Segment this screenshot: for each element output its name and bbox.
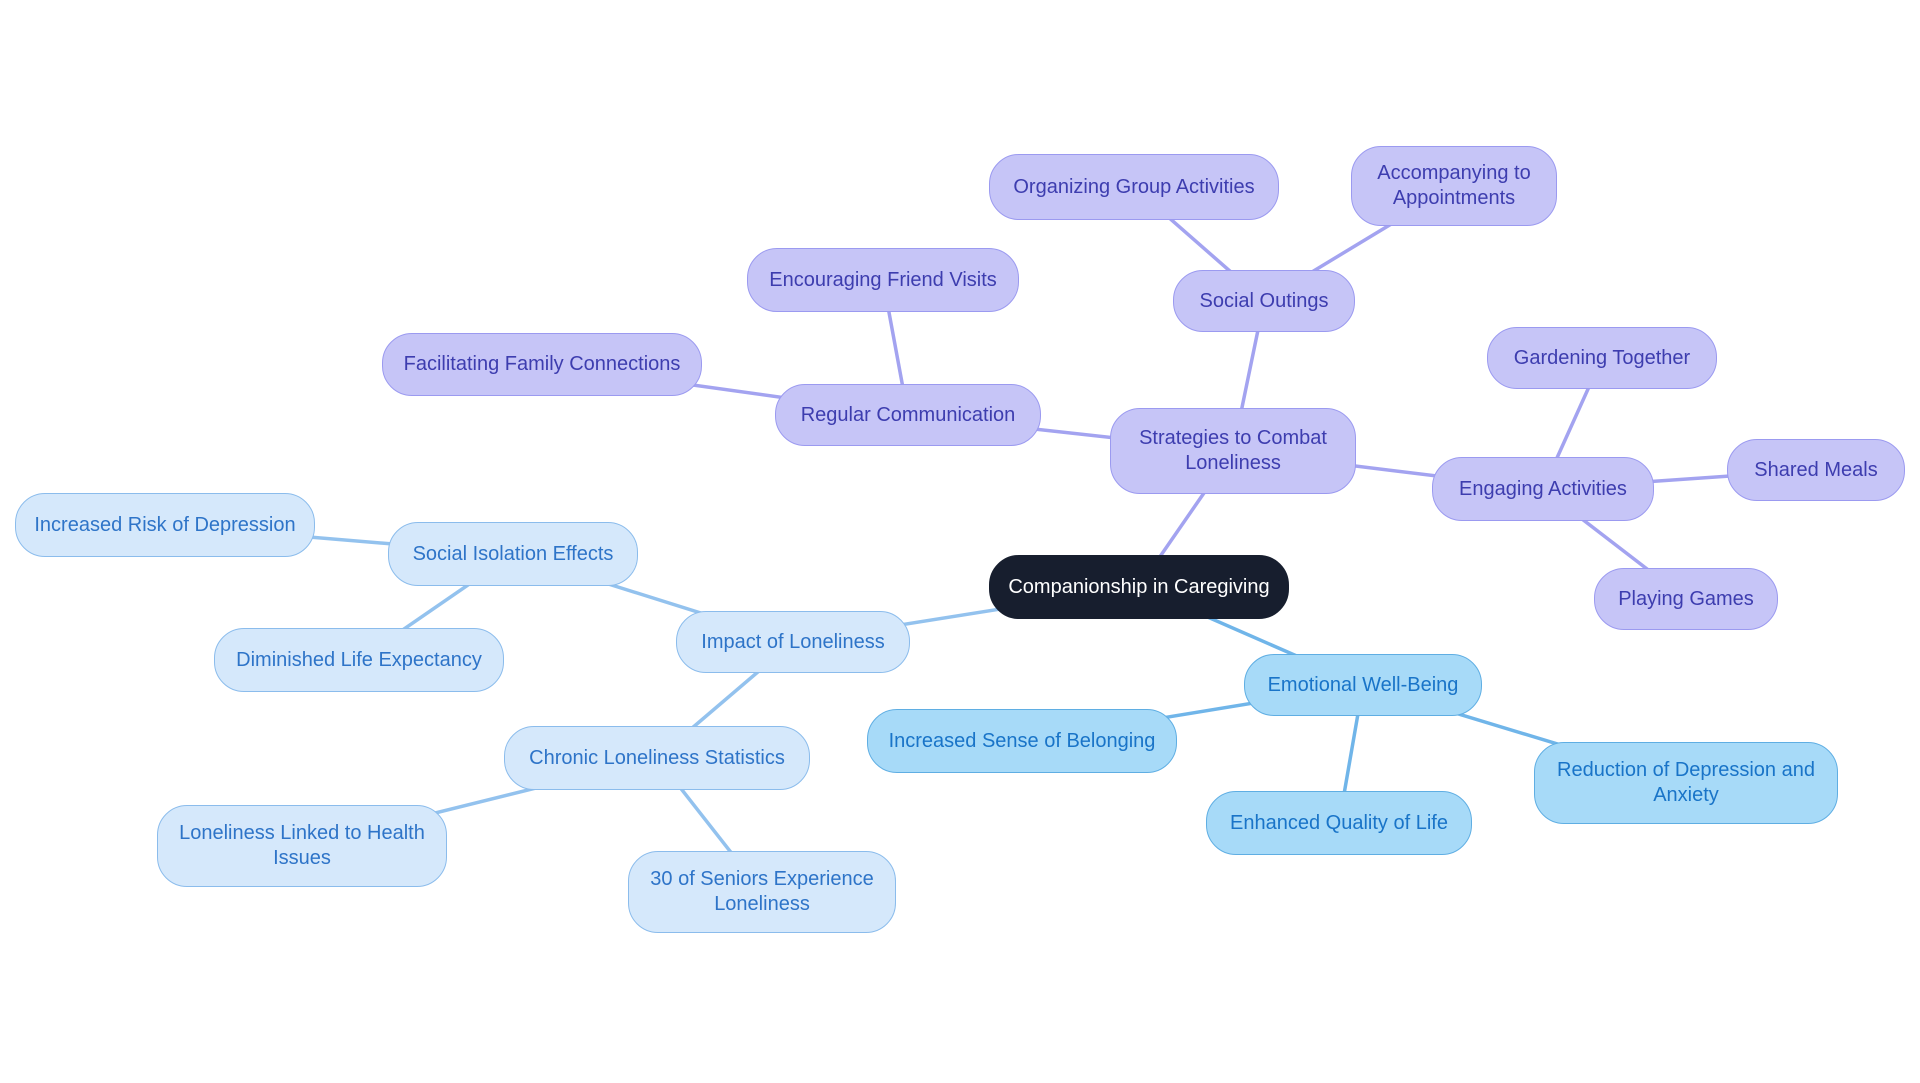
mindmap-node-lonely_health[interactable]: Loneliness Linked to Health Issues bbox=[157, 805, 447, 887]
node-label: Shared Meals bbox=[1754, 458, 1878, 481]
node-label: Enhanced Quality of Life bbox=[1230, 811, 1448, 834]
node-label: Organizing Group Activities bbox=[1013, 175, 1255, 198]
node-label: Playing Games bbox=[1618, 587, 1754, 610]
mindmap-node-engaging[interactable]: Engaging Activities bbox=[1432, 457, 1654, 521]
node-label: Regular Communication bbox=[800, 403, 1016, 426]
mindmap-node-belonging[interactable]: Increased Sense of Belonging bbox=[867, 709, 1177, 773]
mindmap-node-diminished[interactable]: Diminished Life Expectancy bbox=[214, 628, 504, 692]
mindmap-node-facilitating[interactable]: Facilitating Family Connections bbox=[382, 332, 702, 396]
mindmap-node-seniors[interactable]: 30 of Seniors Experience Loneliness bbox=[628, 851, 896, 933]
mindmap-node-regular[interactable]: Regular Communication bbox=[775, 384, 1041, 446]
node-label: Encouraging Friend Visits bbox=[769, 268, 997, 291]
node-label: Emotional Well-Being bbox=[1267, 673, 1459, 696]
mindmap-node-gardening[interactable]: Gardening Together bbox=[1487, 327, 1717, 389]
node-label: Facilitating Family Connections bbox=[403, 352, 681, 375]
mindmap-node-companionship[interactable]: Companionship in Caregiving bbox=[989, 555, 1289, 619]
mindmap-node-strategies[interactable]: Strategies to Combat Loneliness bbox=[1110, 408, 1356, 494]
node-label: Accompanying to Appointments bbox=[1377, 162, 1531, 209]
mindmap-node-impact[interactable]: Impact of Loneliness bbox=[676, 611, 910, 673]
node-label: Chronic Loneliness Statistics bbox=[529, 746, 785, 769]
mindmap-node-accompanying[interactable]: Accompanying to Appointments bbox=[1351, 146, 1557, 226]
node-label: Increased Sense of Belonging bbox=[888, 729, 1156, 752]
mindmap-node-shared[interactable]: Shared Meals bbox=[1727, 439, 1905, 501]
mindmap-node-quality[interactable]: Enhanced Quality of Life bbox=[1206, 791, 1472, 855]
mindmap-node-social_iso[interactable]: Social Isolation Effects bbox=[388, 522, 638, 586]
node-label: 30 of Seniors Experience Loneliness bbox=[650, 868, 874, 915]
node-label: Strategies to Combat Loneliness bbox=[1139, 427, 1327, 474]
node-label: Impact of Loneliness bbox=[701, 630, 885, 653]
node-label: Loneliness Linked to Health Issues bbox=[179, 822, 425, 869]
mindmap-node-playing[interactable]: Playing Games bbox=[1594, 568, 1778, 630]
node-label: Gardening Together bbox=[1513, 346, 1691, 369]
mindmap-node-emotional[interactable]: Emotional Well-Being bbox=[1244, 654, 1482, 716]
node-label: Diminished Life Expectancy bbox=[236, 648, 482, 671]
mindmap-node-organizing[interactable]: Organizing Group Activities bbox=[989, 154, 1279, 220]
mindmap-node-chronic[interactable]: Chronic Loneliness Statistics bbox=[504, 726, 810, 790]
node-label: Social Isolation Effects bbox=[412, 542, 614, 565]
node-label: Engaging Activities bbox=[1459, 477, 1627, 500]
node-label: Increased Risk of Depression bbox=[34, 513, 296, 536]
node-label: Reduction of Depression and Anxiety bbox=[1557, 759, 1815, 806]
mindmap-node-encouraging[interactable]: Encouraging Friend Visits bbox=[747, 248, 1019, 312]
mindmap-node-reduction[interactable]: Reduction of Depression and Anxiety bbox=[1534, 742, 1838, 824]
mindmap-node-incr_risk[interactable]: Increased Risk of Depression bbox=[15, 493, 315, 557]
node-label: Social Outings bbox=[1199, 289, 1329, 312]
mindmap-node-social_outings[interactable]: Social Outings bbox=[1173, 270, 1355, 332]
node-label: Companionship in Caregiving bbox=[1008, 575, 1270, 598]
